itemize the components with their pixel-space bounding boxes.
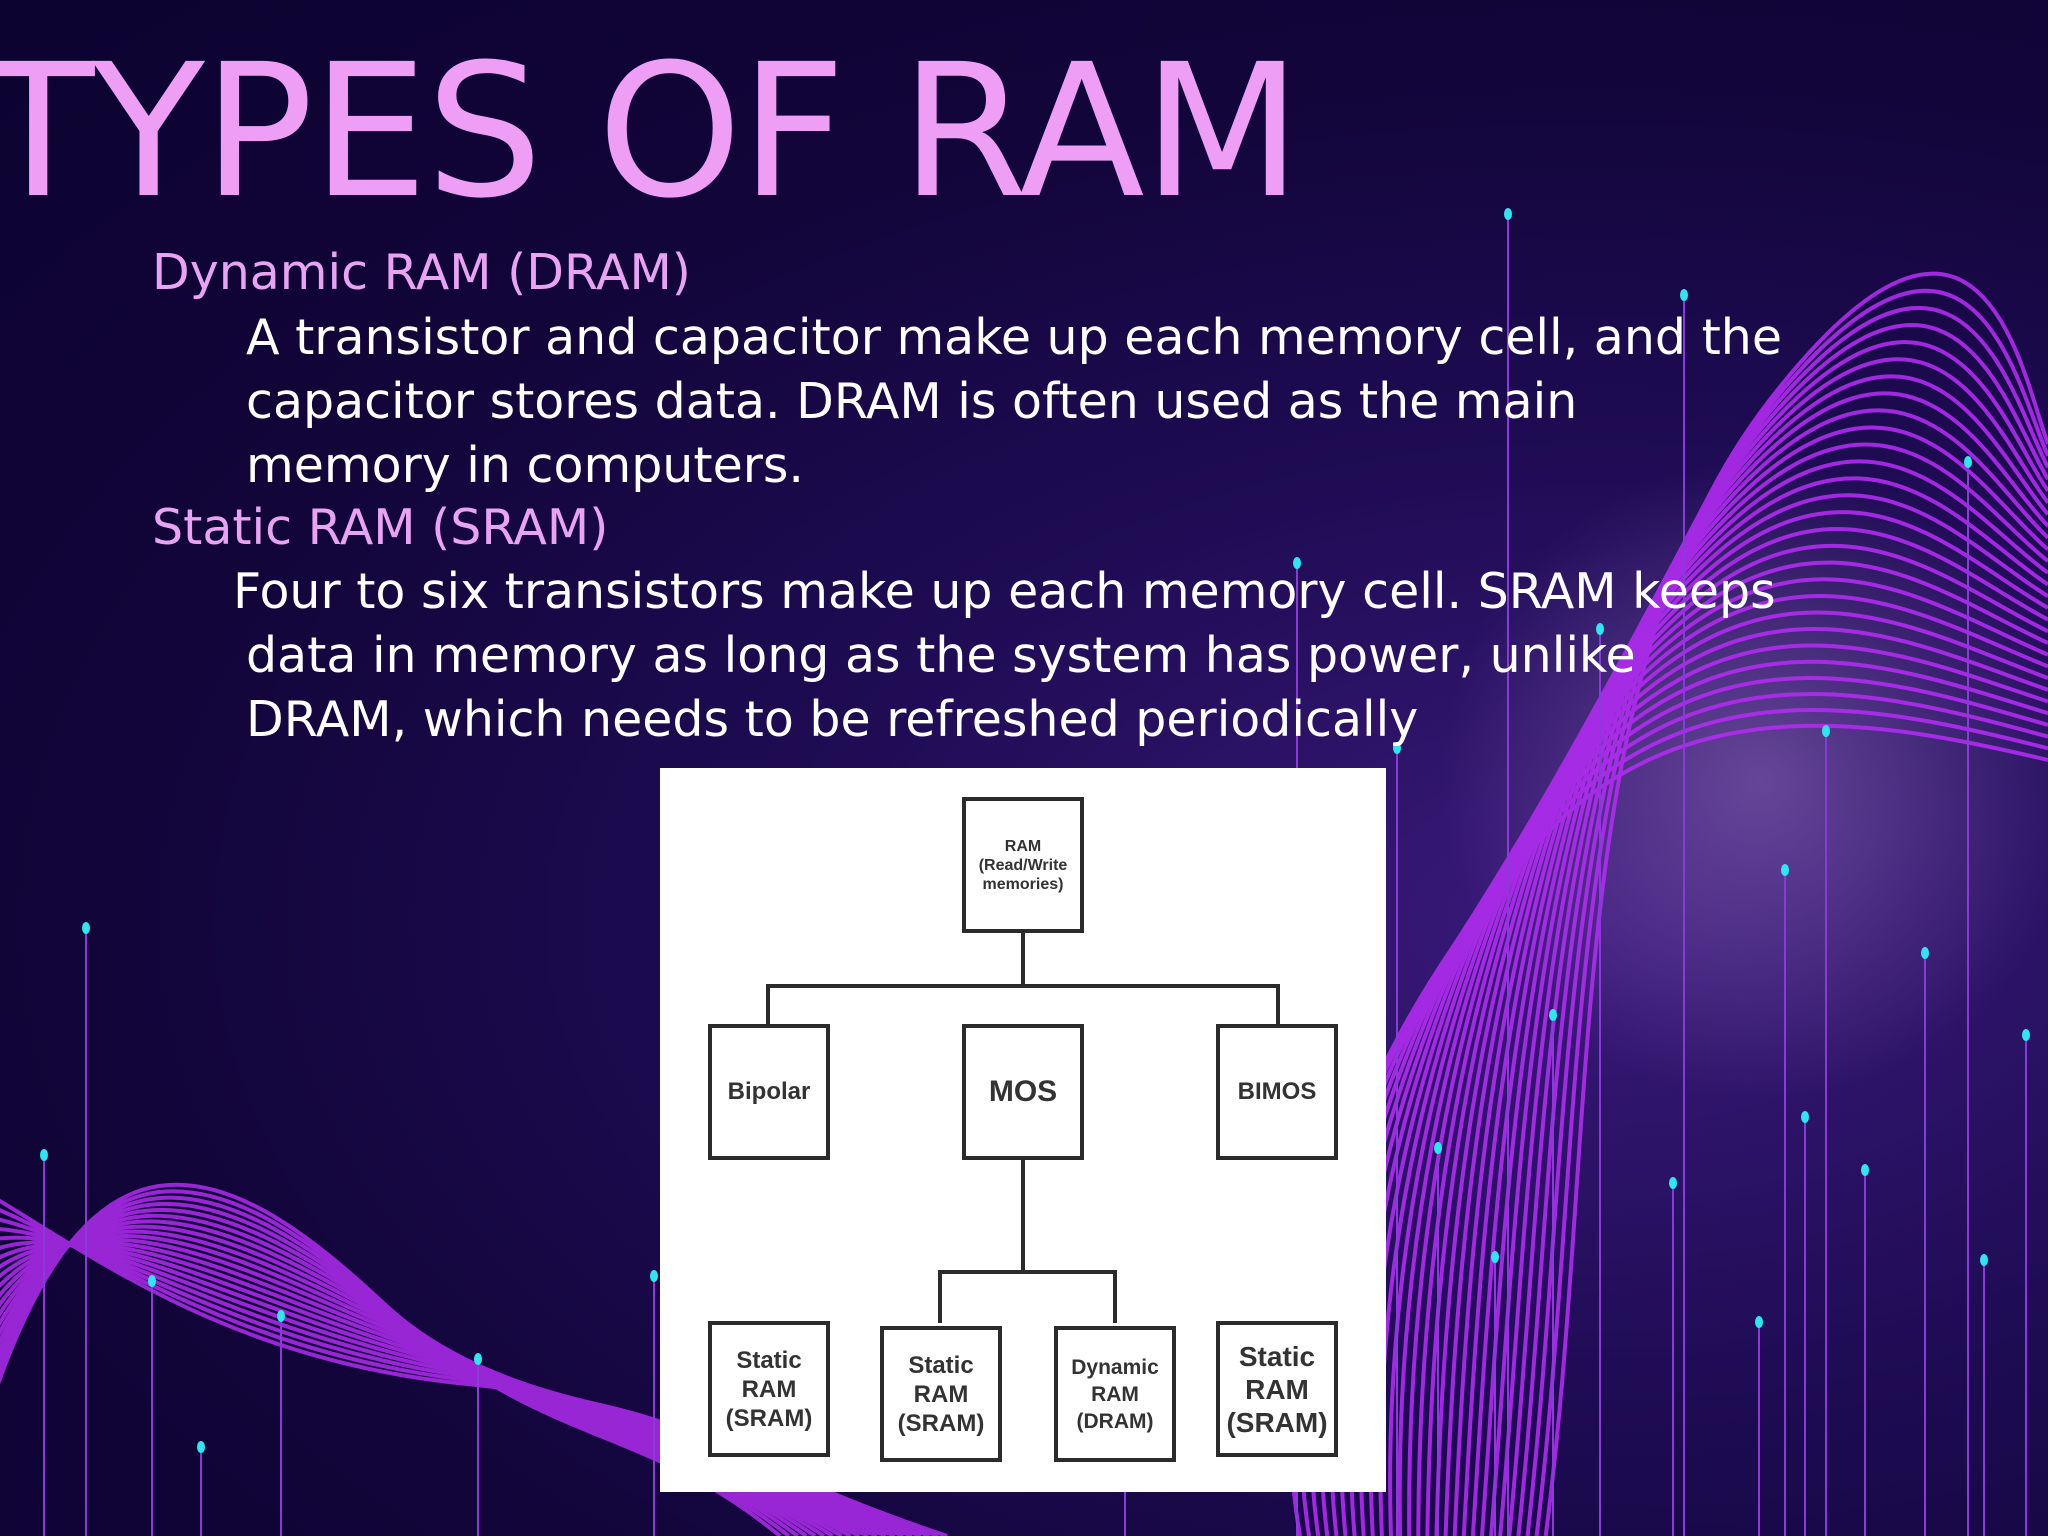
ram-root-label: RAM (Read/Write memories) [978,837,1068,893]
cyan-dot [197,1441,205,1453]
bipolar-label: Bipolar [727,1078,811,1105]
bimos-sram-label: Static RAM (SRAM) [1226,1340,1328,1438]
sram-heading: Static RAM (SRAM) [152,499,609,556]
mos-sram-label: Static RAM (SRAM) [897,1351,985,1437]
cyan-dot [148,1275,156,1287]
cyan-dot [1680,289,1688,301]
cyan-dot [1669,1177,1677,1189]
cyan-dot [1755,1316,1763,1328]
mos-label: MOS [988,1075,1058,1108]
bipolar-sram-label: Static RAM (SRAM) [725,1346,813,1432]
cyan-dot [1921,947,1929,959]
cyan-dot [2022,1029,2030,1041]
ram-root-node: RAM (Read/Write memories) [962,797,1084,933]
cyan-dot [82,922,90,934]
cyan-dot [1822,725,1830,737]
mos-sram-node: Static RAM (SRAM) [880,1326,1002,1462]
cyan-dot [1781,864,1789,876]
cyan-dot [1434,1142,1442,1154]
ram-types-diagram: RAM (Read/Write memories) Bipolar MOS BI… [660,768,1386,1492]
diagram-connectors [766,933,1280,1323]
bimos-sram-node: Static RAM (SRAM) [1216,1321,1338,1457]
cyan-dot [1491,1251,1499,1263]
cyan-dot [40,1149,48,1161]
bipolar-node: Bipolar [708,1024,830,1160]
cyan-dot [1596,623,1604,635]
sram-text-line-3: DRAM, which needs to be refreshed period… [246,691,1419,748]
cyan-dot [277,1310,285,1322]
cyan-dot [474,1353,482,1365]
dram-text-line-3: memory in computers. [246,437,804,494]
cyan-dot [1549,1009,1557,1021]
bimos-label: BIMOS [1237,1078,1317,1105]
dram-heading: Dynamic RAM (DRAM) [152,244,691,301]
slide-title: TYPES OF RAM [0,25,1301,239]
sram-text-line-1: Four to six transistors make up each mem… [233,563,1776,620]
sram-text-line-2: data in memory as long as the system has… [246,627,1636,684]
cyan-dot [1801,1111,1809,1123]
cyan-dot [1964,456,1972,468]
cyan-dot [1293,557,1301,569]
cyan-dot [1504,208,1512,220]
mos-dram-label: Dynamic RAM (DRAM) [1071,1355,1159,1433]
mos-node: MOS [962,1024,1084,1160]
dram-text-line-2: capacitor stores data. DRAM is often use… [246,373,1578,430]
mos-dram-node: Dynamic RAM (DRAM) [1054,1326,1176,1462]
wave-lines-right [1289,271,2048,1536]
bipolar-sram-node: Static RAM (SRAM) [708,1321,830,1457]
cyan-dot [1980,1254,1988,1266]
cyan-dot [650,1270,658,1282]
cyan-dot [1393,742,1401,754]
cyan-dot [1861,1164,1869,1176]
bimos-node: BIMOS [1216,1024,1338,1160]
wave-line-right [1543,271,2048,1536]
dram-text-line-1: A transistor and capacitor make up each … [246,309,1782,366]
